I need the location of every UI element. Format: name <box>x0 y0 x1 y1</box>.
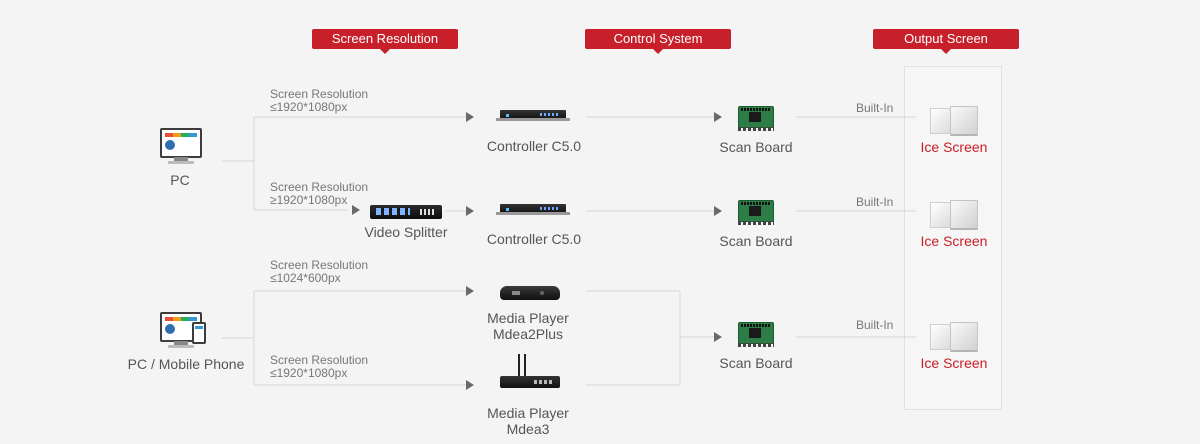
media-player-mdea2plus-icon <box>500 286 560 300</box>
ice-screen-icon-3 <box>930 322 978 352</box>
scan-board-icon-3 <box>738 322 774 348</box>
source-pc-mobile-label: PC / Mobile Phone <box>127 356 245 372</box>
ice-screen-icon-2 <box>930 200 978 230</box>
ice-screen-icon-1 <box>930 106 978 136</box>
pc-mobile-monitor-icon <box>160 312 206 348</box>
resolution-title: Screen Resolution <box>270 87 369 101</box>
resolution-title: Screen Resolution <box>270 180 369 194</box>
media-player-model: Mdea2Plus <box>492 326 564 342</box>
header-control-system: Control System <box>585 29 731 54</box>
header-screen-resolution: Screen Resolution <box>312 29 458 54</box>
scan-board-icon-2 <box>738 200 774 226</box>
pc-monitor-icon <box>160 128 204 164</box>
phone-icon <box>192 322 206 344</box>
controller-icon-1 <box>496 110 570 122</box>
resolution-value: ≤1920*1080px <box>270 100 348 114</box>
header-output-screen: Output Screen <box>873 29 1019 54</box>
media-player-label-line: Media Player <box>487 405 569 421</box>
resolution-label-2: Screen Resolution ≥1920*1080px <box>270 181 368 207</box>
ice-screen-label-2: Ice Screen <box>920 233 988 249</box>
arrow-heads <box>352 112 722 390</box>
resolution-value: ≤1024*600px <box>270 271 341 285</box>
scan-board-label-1: Scan Board <box>719 139 793 155</box>
resolution-value: ≤1920*1080px <box>270 366 348 380</box>
media-player-model: Mdea3 <box>506 421 550 437</box>
resolution-label-3: Screen Resolution ≤1024*600px <box>270 259 368 285</box>
scan-board-icon-1 <box>738 106 774 132</box>
controller-label-1: Controller C5.0 <box>486 138 582 154</box>
resolution-label-1: Screen Resolution ≤1920*1080px <box>270 88 368 114</box>
resolution-title: Screen Resolution <box>270 258 369 272</box>
resolution-label-4: Screen Resolution ≤1920*1080px <box>270 354 368 380</box>
built-in-label-3: Built-In <box>856 318 894 332</box>
video-splitter-label: Video Splitter <box>364 224 448 240</box>
built-in-label-2: Built-In <box>856 195 894 209</box>
ice-screen-label-3: Ice Screen <box>920 355 988 371</box>
media-player-label-line: Media Player <box>487 310 569 326</box>
media-player-label-1: Media Player Mdea2Plus <box>476 310 580 342</box>
controller-icon-2 <box>496 204 570 216</box>
ice-screen-label-1: Ice Screen <box>920 139 988 155</box>
source-pc-label: PC <box>170 172 190 188</box>
controller-label-2: Controller C5.0 <box>486 231 582 247</box>
media-player-label-2: Media Player Mdea3 <box>476 405 580 437</box>
scan-board-label-3: Scan Board <box>719 355 793 371</box>
resolution-value: ≥1920*1080px <box>270 193 348 207</box>
built-in-label-1: Built-In <box>856 101 894 115</box>
media-player-mdea3-icon <box>500 354 560 388</box>
scan-board-label-2: Scan Board <box>719 233 793 249</box>
video-splitter-icon <box>370 205 442 219</box>
resolution-title: Screen Resolution <box>270 353 369 367</box>
